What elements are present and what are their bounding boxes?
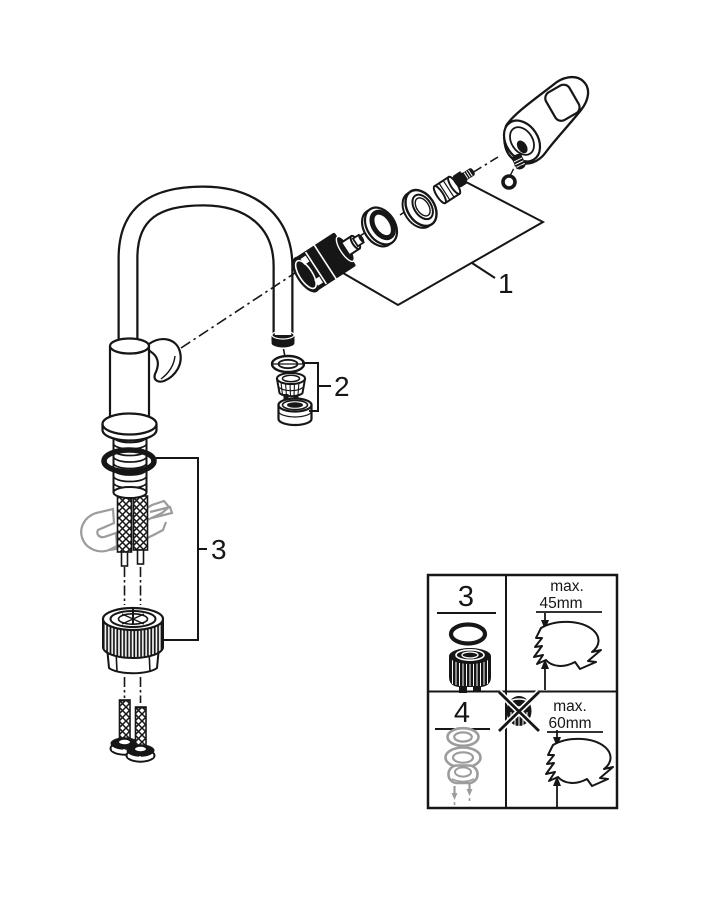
step3-o-ring-icon [448,622,488,646]
callout-1: 1 [342,181,546,307]
step4-washer-icons [444,726,482,769]
handle-set-screw [511,153,527,170]
step4-bolt-icons [451,784,473,805]
faucet-spout [117,185,294,352]
cell-step3-dimension: max. 45mm [533,578,602,690]
callout-3: 3 [156,457,227,641]
detail-box: 3 max. 45mm [426,573,619,810]
adapter-nut [432,175,462,205]
countertop-section-icon [533,613,602,690]
callout-2: 2 [302,362,350,412]
max-45-label: max. [550,578,584,595]
aerator-housing [277,397,313,427]
lever-handle [502,75,590,165]
spout-tip [271,330,295,348]
step4-number: 4 [454,697,470,729]
callout-1-label: 1 [498,268,514,299]
dim-45-label: 45mm [539,595,582,612]
cell-step3-parts: 3 [437,581,496,693]
cell-step4-dimension: max. 60mm [496,689,614,808]
no-aerator-nut-icon [496,689,542,734]
aerator-o-ring [270,354,306,374]
callout-3-label: 3 [211,534,227,565]
cartridge [292,232,365,293]
base-flange [101,412,158,442]
mounting-nut [101,606,165,675]
escutcheon-ring [401,188,438,229]
handle-hole [544,83,581,122]
cartridge-cap-ring [360,206,399,248]
aerator-insert [275,372,307,401]
step3-aerator-nut-icon [449,648,491,693]
dim-60-label: 60mm [548,715,591,732]
lower-center-axis [123,567,142,703]
faucet-body [108,337,151,422]
handle-cover-cap [501,174,517,190]
fixing-screw [452,168,475,188]
step4-plate-icon [447,764,479,785]
handle-hub [502,119,542,163]
shank-o-ring [101,447,157,475]
callout-2-label: 2 [334,371,350,402]
cell-step4-parts: 4 [435,697,490,805]
supply-hoses [116,495,149,567]
max-60-label: max. [553,698,587,715]
threaded-shank [112,432,148,499]
step3-number: 3 [458,581,474,613]
handle-boss [147,338,182,383]
